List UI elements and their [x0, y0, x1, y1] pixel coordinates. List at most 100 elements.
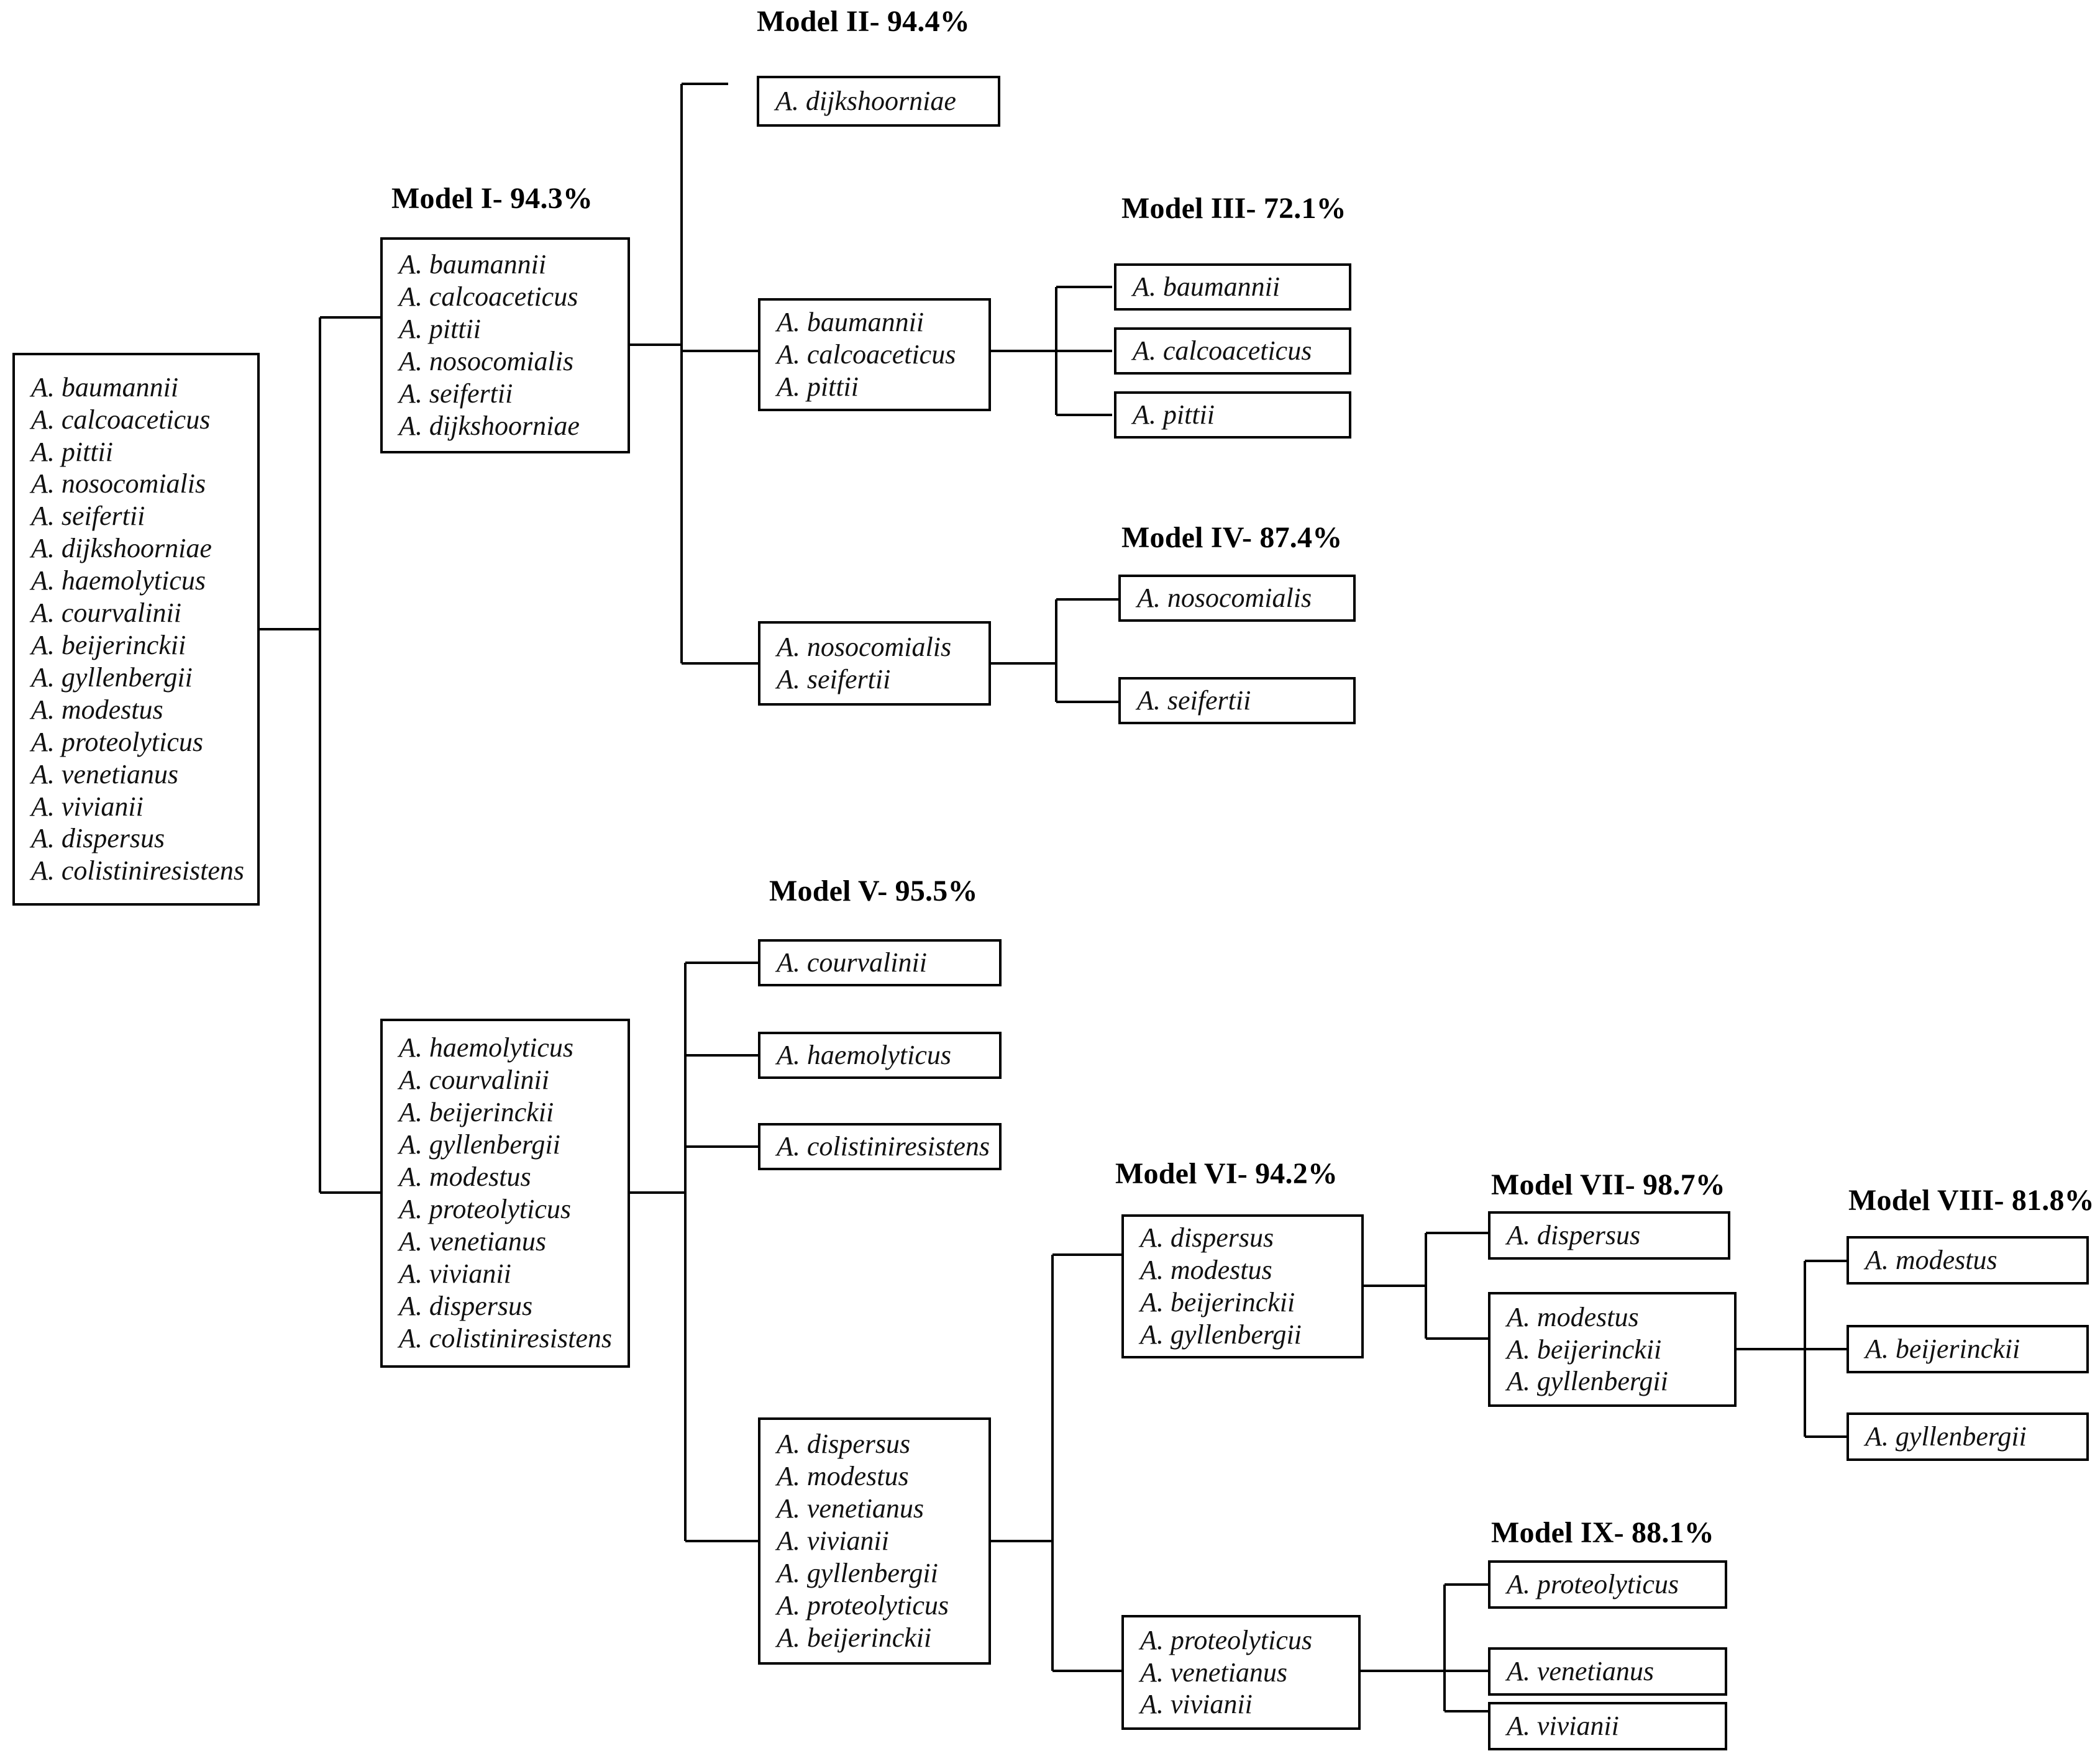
species-label: A. calcoaceticus [399, 281, 578, 312]
node-bcp-group[interactable]: A. baumannii A. calcoaceticus A. pittii [758, 298, 991, 411]
species-label: A. calcoaceticus [777, 339, 956, 370]
species-label: A. seifertii [777, 664, 891, 694]
species-label: A. nosocomialis [777, 632, 952, 663]
node-colistiniresistens-leaf[interactable]: A. colistiniresistens [758, 1123, 1002, 1170]
node-seifertii-leaf[interactable]: A. seifertii [1118, 677, 1356, 724]
species-label: A. proteolyticus [777, 1590, 949, 1621]
species-label: A. nosocomialis [31, 468, 206, 499]
species-label: A. vivianii [31, 791, 144, 822]
species-label: A. baumannii [31, 371, 179, 403]
species-label: A. courvalinii [399, 1065, 549, 1096]
species-label: A. gyllenbergii [777, 1557, 938, 1588]
species-label: A. dispersus [399, 1290, 533, 1321]
species-label: A. seifertii [31, 501, 145, 532]
species-label: A. proteolyticus [31, 726, 203, 757]
node-venetianus-leaf[interactable]: A. venetianus [1488, 1647, 1727, 1696]
species-label: A. pittii [777, 371, 859, 402]
node-courvalinii-leaf[interactable]: A. courvalinii [758, 939, 1002, 986]
species-label: A. colistiniresistens [777, 1131, 990, 1162]
node-baumannii-leaf[interactable]: A. baumannii [1114, 263, 1351, 311]
species-label: A. gyllenbergii [1507, 1366, 1668, 1397]
model-title-III: Model III- 72.1% [1121, 192, 1346, 225]
node-seven-species-group[interactable]: A. dispersus A. modestus A. venetianus A… [758, 1417, 991, 1665]
species-label: A. modestus [31, 694, 163, 725]
species-label: A. courvalinii [31, 598, 181, 629]
species-label: A. baumannii [777, 307, 924, 338]
species-label: A. nosocomialis [399, 346, 574, 376]
species-label: A. seifertii [1137, 685, 1251, 716]
species-label: A. dijkshoorniae [399, 410, 580, 441]
species-label: A. modestus [1507, 1301, 1639, 1332]
node-pittii-leaf[interactable]: A. pittii [1114, 391, 1351, 439]
node-model6-group[interactable]: A. dispersus A. modestus A. beijerinckii… [1121, 1214, 1364, 1358]
species-label: A. courvalinii [777, 947, 927, 978]
species-label: A. vivianii [1140, 1689, 1253, 1720]
model-title-IX: Model IX- 88.1% [1491, 1516, 1714, 1549]
node-dijkshoorniae-leaf[interactable]: A. dijkshoorniae [757, 76, 1000, 127]
node-model5-group[interactable]: A. haemolyticus A. courvalinii A. beijer… [380, 1019, 630, 1368]
species-label: A. venetianus [777, 1493, 924, 1524]
species-label: A. calcoaceticus [1133, 335, 1312, 366]
species-label: A. dijkshoorniae [31, 533, 212, 564]
species-label: A. vivianii [1507, 1711, 1619, 1741]
node-dispersus-leaf[interactable]: A. dispersus [1488, 1211, 1730, 1260]
species-label: A. proteolyticus [1507, 1569, 1679, 1599]
species-label: A. venetianus [31, 758, 179, 789]
species-label: A. dijkshoorniae [775, 86, 956, 116]
species-label: A. modestus [1140, 1255, 1272, 1286]
node-vivianii-leaf[interactable]: A. vivianii [1488, 1702, 1727, 1750]
species-label: A. gyllenbergii [1140, 1319, 1302, 1350]
node-nosocomialis-seifertii-group[interactable]: A. nosocomialis A. seifertii [758, 621, 991, 706]
species-label: A. beijerinckii [777, 1622, 932, 1653]
model-title-VI: Model VI- 94.2% [1115, 1157, 1338, 1190]
node-root-all-species[interactable]: A. baumannii A. calcoaceticus A. pittii … [12, 353, 260, 906]
species-label: A. baumannii [1133, 271, 1281, 302]
species-label: A. dispersus [1140, 1222, 1274, 1253]
model-title-IV: Model IV- 87.4% [1121, 521, 1343, 554]
node-calcoaceticus-leaf[interactable]: A. calcoaceticus [1114, 327, 1351, 375]
species-label: A. colistiniresistens [31, 855, 245, 886]
species-label: A. modestus [1865, 1245, 1997, 1275]
node-nosocomialis-leaf[interactable]: A. nosocomialis [1118, 575, 1356, 622]
node-haemolyticus-leaf[interactable]: A. haemolyticus [758, 1032, 1002, 1079]
node-proteolyticus-leaf[interactable]: A. proteolyticus [1488, 1560, 1727, 1609]
species-label: A. gyllenbergii [1865, 1421, 2027, 1452]
species-label: A. venetianus [399, 1226, 547, 1257]
species-label: A. nosocomialis [1137, 583, 1312, 613]
node-mbg-group[interactable]: A. modestus A. beijerinckii A. gyllenber… [1488, 1292, 1737, 1407]
species-label: A. gyllenbergii [31, 662, 193, 693]
species-label: A. vivianii [399, 1258, 511, 1289]
species-label: A. venetianus [1507, 1656, 1655, 1686]
model-title-II: Model II- 94.4% [757, 5, 970, 38]
species-label: A. dispersus [777, 1429, 911, 1460]
species-label: A. venetianus [1140, 1657, 1288, 1688]
species-label: A. beijerinckii [1140, 1287, 1295, 1317]
species-label: A. pittii [1133, 399, 1215, 430]
node-pvv-group[interactable]: A. proteolyticus A. venetianus A. vivian… [1121, 1615, 1361, 1730]
species-label: A. beijerinckii [399, 1097, 554, 1128]
model-title-V: Model V- 95.5% [769, 875, 978, 907]
species-label: A. modestus [399, 1162, 531, 1193]
species-label: A. haemolyticus [777, 1040, 952, 1070]
species-label: A. dispersus [1507, 1220, 1641, 1250]
species-label: A. haemolyticus [31, 565, 206, 596]
node-gyllenbergii-leaf[interactable]: A. gyllenbergii [1847, 1412, 2089, 1461]
model-title-VIII: Model VIII- 81.8% [1848, 1184, 2094, 1217]
species-label: A. beijerinckii [1507, 1334, 1662, 1365]
node-modestus-leaf[interactable]: A. modestus [1847, 1236, 2089, 1285]
species-label: A. modestus [777, 1461, 909, 1492]
species-label: A. gyllenbergii [399, 1129, 560, 1160]
species-label: A. baumannii [399, 249, 547, 280]
model-title-VII: Model VII- 98.7% [1491, 1168, 1725, 1201]
species-label: A. proteolyticus [1140, 1624, 1312, 1655]
species-label: A. haemolyticus [399, 1032, 574, 1063]
species-label: A. colistiniresistens [399, 1322, 613, 1353]
node-model1-group[interactable]: A. baumannii A. calcoaceticus A. pittii … [380, 237, 630, 453]
species-label: A. beijerinckii [31, 630, 186, 660]
species-label: A. dispersus [31, 823, 165, 854]
node-beijerinckii-leaf[interactable]: A. beijerinckii [1847, 1325, 2089, 1373]
species-label: A. pittii [399, 314, 481, 345]
species-label: A. pittii [31, 436, 113, 467]
